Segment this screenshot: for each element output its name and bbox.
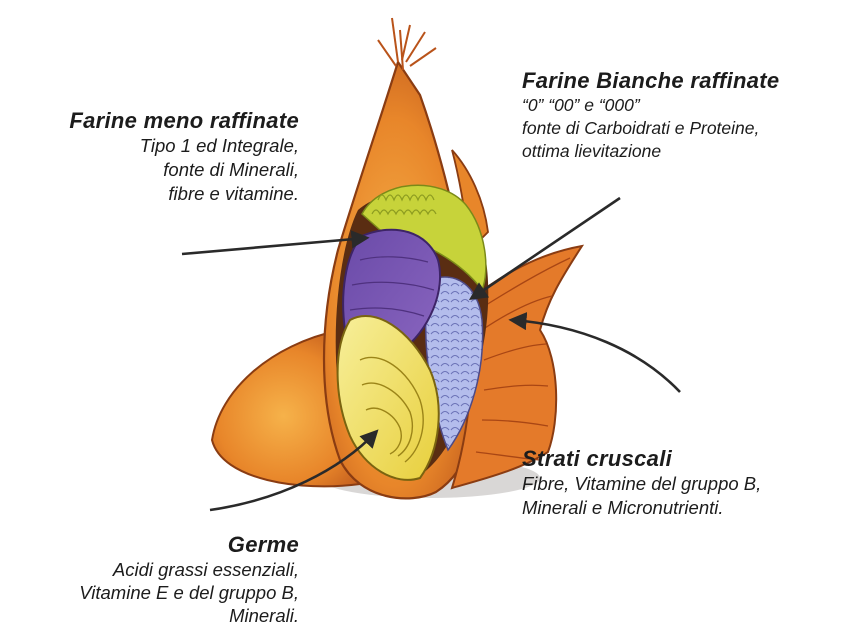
label-germ-line-2: Vitamine E e del gruppo B,	[79, 581, 299, 604]
label-less-refined-line-1: Tipo 1 ed Integrale,	[69, 134, 299, 158]
label-germ-line-1: Acidi grassi essenziali,	[79, 558, 299, 581]
label-bran-layers-line-2: Minerali e Micronutrienti.	[522, 496, 761, 520]
label-germ-title: Germe	[79, 532, 299, 558]
label-bran-layers-title: Strati cruscali	[522, 446, 761, 472]
label-white-refined-line-1: “0” “00” e “000”	[522, 94, 779, 117]
label-less-refined-line-3: fibre e vitamine.	[69, 182, 299, 206]
label-less-refined-flour: Farine meno raffinate Tipo 1 ed Integral…	[69, 108, 299, 206]
husk-bristles	[378, 18, 436, 70]
label-germ-line-3: Minerali.	[79, 604, 299, 627]
label-bran-layers: Strati cruscali Fibre, Vitamine del grup…	[522, 446, 761, 520]
label-less-refined-title: Farine meno raffinate	[69, 108, 299, 134]
label-less-refined-line-2: fonte di Minerali,	[69, 158, 299, 182]
label-white-refined-line-3: ottima lievitazione	[522, 140, 779, 163]
label-bran-layers-line-1: Fibre, Vitamine del gruppo B,	[522, 472, 761, 496]
label-white-refined-line-2: fonte di Carboidrati e Proteine,	[522, 117, 779, 140]
label-white-refined-title: Farine Bianche raffinate	[522, 68, 779, 94]
label-germ: Germe Acidi grassi essenziali, Vitamine …	[79, 532, 299, 627]
label-white-refined-flour: Farine Bianche raffinate “0” “00” e “000…	[522, 68, 779, 163]
